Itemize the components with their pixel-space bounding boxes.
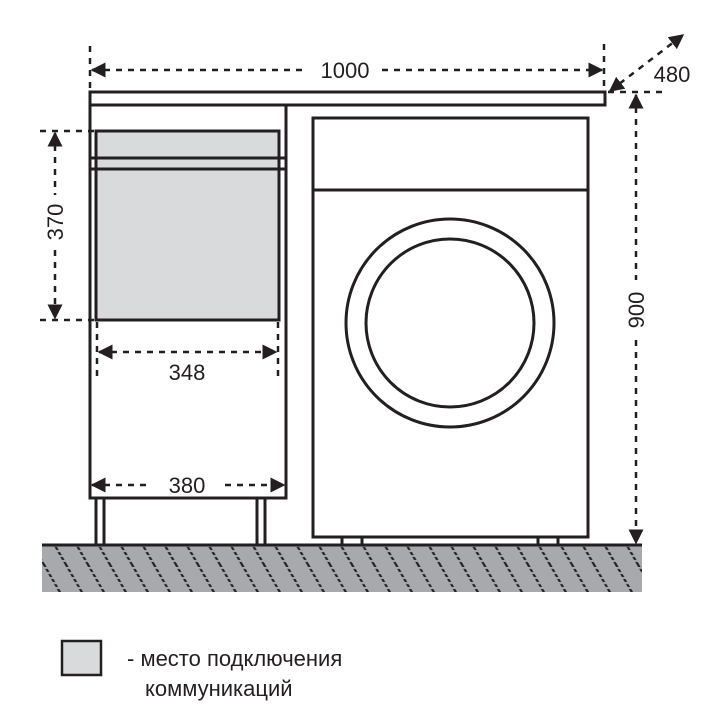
dimension-label-width-total: 1000 [321,58,370,83]
cabinet-leg-left [94,496,106,547]
dimension-label-depth: 480 [654,62,691,87]
floor [42,545,642,592]
dimension-label-connection-height: 370 [43,204,68,241]
dimension-label-height-total: 900 [624,292,649,329]
cabinet-leg-right [255,496,267,547]
dimension-label-connection-width: 348 [169,360,206,385]
legend-swatch [60,639,103,677]
dimension-line-480 [608,34,685,92]
countertop [88,90,607,107]
dimension-label-cabinet-width: 380 [169,473,206,498]
washing-machine [311,116,590,539]
washer-door-inner [364,237,536,409]
cabinet [88,103,288,500]
connection-zone [94,129,281,322]
legend-text-line1: - место подключения [127,646,343,671]
washer-door-outer [344,217,556,429]
washer-foot-left [340,535,364,547]
legend-text-line2: коммуникаций [145,676,293,701]
washer-foot-right [536,535,560,547]
